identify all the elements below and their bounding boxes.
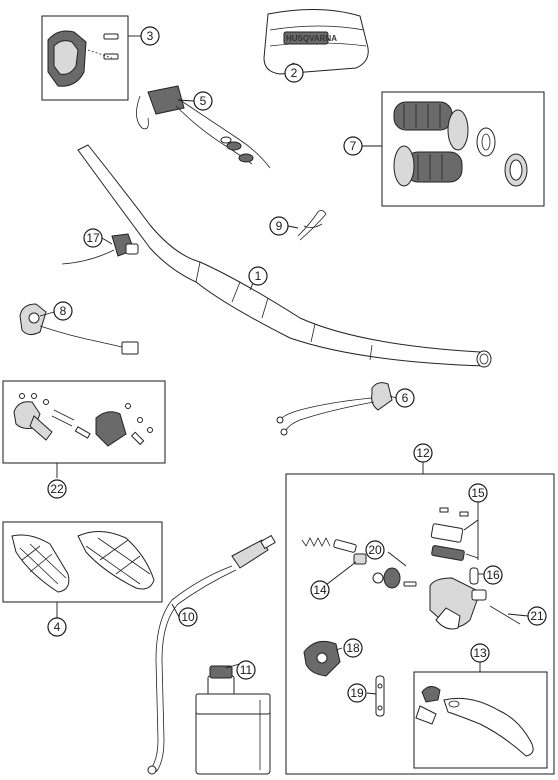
- clutch-piston-part: [372, 567, 417, 589]
- svg-text:12: 12: [416, 446, 430, 460]
- callout-20: 20: [365, 540, 385, 560]
- handlebar-part: [77, 144, 492, 368]
- callout-17: 17: [83, 228, 103, 248]
- svg-text:4: 4: [54, 620, 61, 634]
- mounting-kit-part: [13, 393, 153, 447]
- group-box-grips: [381, 91, 545, 207]
- svg-text:13: 13: [473, 646, 487, 660]
- callout-14: 14: [310, 580, 330, 600]
- callout-7: 7: [343, 136, 363, 156]
- svg-text:17: 17: [86, 231, 100, 245]
- svg-text:8: 8: [60, 304, 67, 318]
- callout-21: 21: [527, 606, 547, 626]
- svg-text:9: 9: [276, 219, 283, 233]
- callout-1: 1: [248, 266, 268, 286]
- svg-text:5: 5: [200, 94, 207, 108]
- svg-text:18: 18: [346, 641, 360, 655]
- callout-13: 13: [470, 643, 490, 663]
- cable-tie-part: [297, 210, 327, 241]
- switch-connector-part: [19, 303, 139, 355]
- handguards-part: [11, 531, 155, 593]
- callout-9: 9: [269, 216, 289, 236]
- wire-switch-part: [276, 382, 393, 436]
- clutch-lever-part: [415, 686, 534, 757]
- svg-text:11: 11: [240, 663, 253, 677]
- svg-text:19: 19: [350, 686, 364, 700]
- callout-16: 16: [483, 565, 503, 585]
- callout-4: 4: [47, 617, 67, 637]
- callout-5: 5: [193, 91, 213, 111]
- callout-11: 11: [236, 660, 256, 680]
- boot-part: [303, 640, 341, 677]
- svg-text:21: 21: [530, 609, 544, 623]
- group-box-handguards: [2, 521, 163, 603]
- svg-text:10: 10: [181, 610, 195, 624]
- svg-text:7: 7: [350, 139, 357, 153]
- clutch-spring-part: [301, 537, 367, 565]
- reservoir-cover-part: [430, 507, 469, 561]
- callout-8: 8: [53, 301, 73, 321]
- svg-text:3: 3: [147, 29, 154, 43]
- throttle-cable-part: [136, 85, 271, 169]
- bar-pad-part: HUSQVARNA: [263, 9, 369, 75]
- group-box-clutch-lever: [413, 671, 548, 769]
- svg-text:15: 15: [471, 486, 485, 500]
- kill-switch-part: [61, 233, 139, 265]
- bolt-part: [375, 675, 385, 717]
- callout-6: 6: [395, 388, 415, 408]
- group-box-throttle-housing: [41, 15, 129, 101]
- callout-18: 18: [343, 638, 363, 658]
- bar-pad-brand-text: HUSQVARNA: [286, 34, 337, 43]
- callout-22: 22: [47, 479, 67, 499]
- callout-10: 10: [178, 607, 198, 627]
- pin-part: [469, 567, 521, 625]
- svg-text:20: 20: [368, 543, 382, 557]
- callout-3: 3: [140, 26, 160, 46]
- fluid-bottle-part: [195, 665, 271, 775]
- callout-19: 19: [347, 683, 367, 703]
- group-box-mounting-kit: [2, 380, 166, 464]
- svg-text:2: 2: [291, 66, 298, 80]
- svg-text:16: 16: [486, 568, 500, 582]
- cable-part: [147, 534, 276, 775]
- clutch-master-cylinder-part: [429, 577, 487, 630]
- grips-part: [393, 101, 528, 187]
- callout-2: 2: [284, 63, 304, 83]
- svg-text:22: 22: [50, 482, 64, 496]
- svg-text:1: 1: [255, 269, 262, 283]
- throttle-housing-part: [47, 30, 119, 87]
- callout-15: 15: [468, 483, 488, 503]
- svg-text:14: 14: [313, 583, 327, 597]
- group-box-clutch-assembly: [285, 473, 555, 775]
- callout-12: 12: [413, 443, 433, 463]
- svg-text:6: 6: [402, 391, 409, 405]
